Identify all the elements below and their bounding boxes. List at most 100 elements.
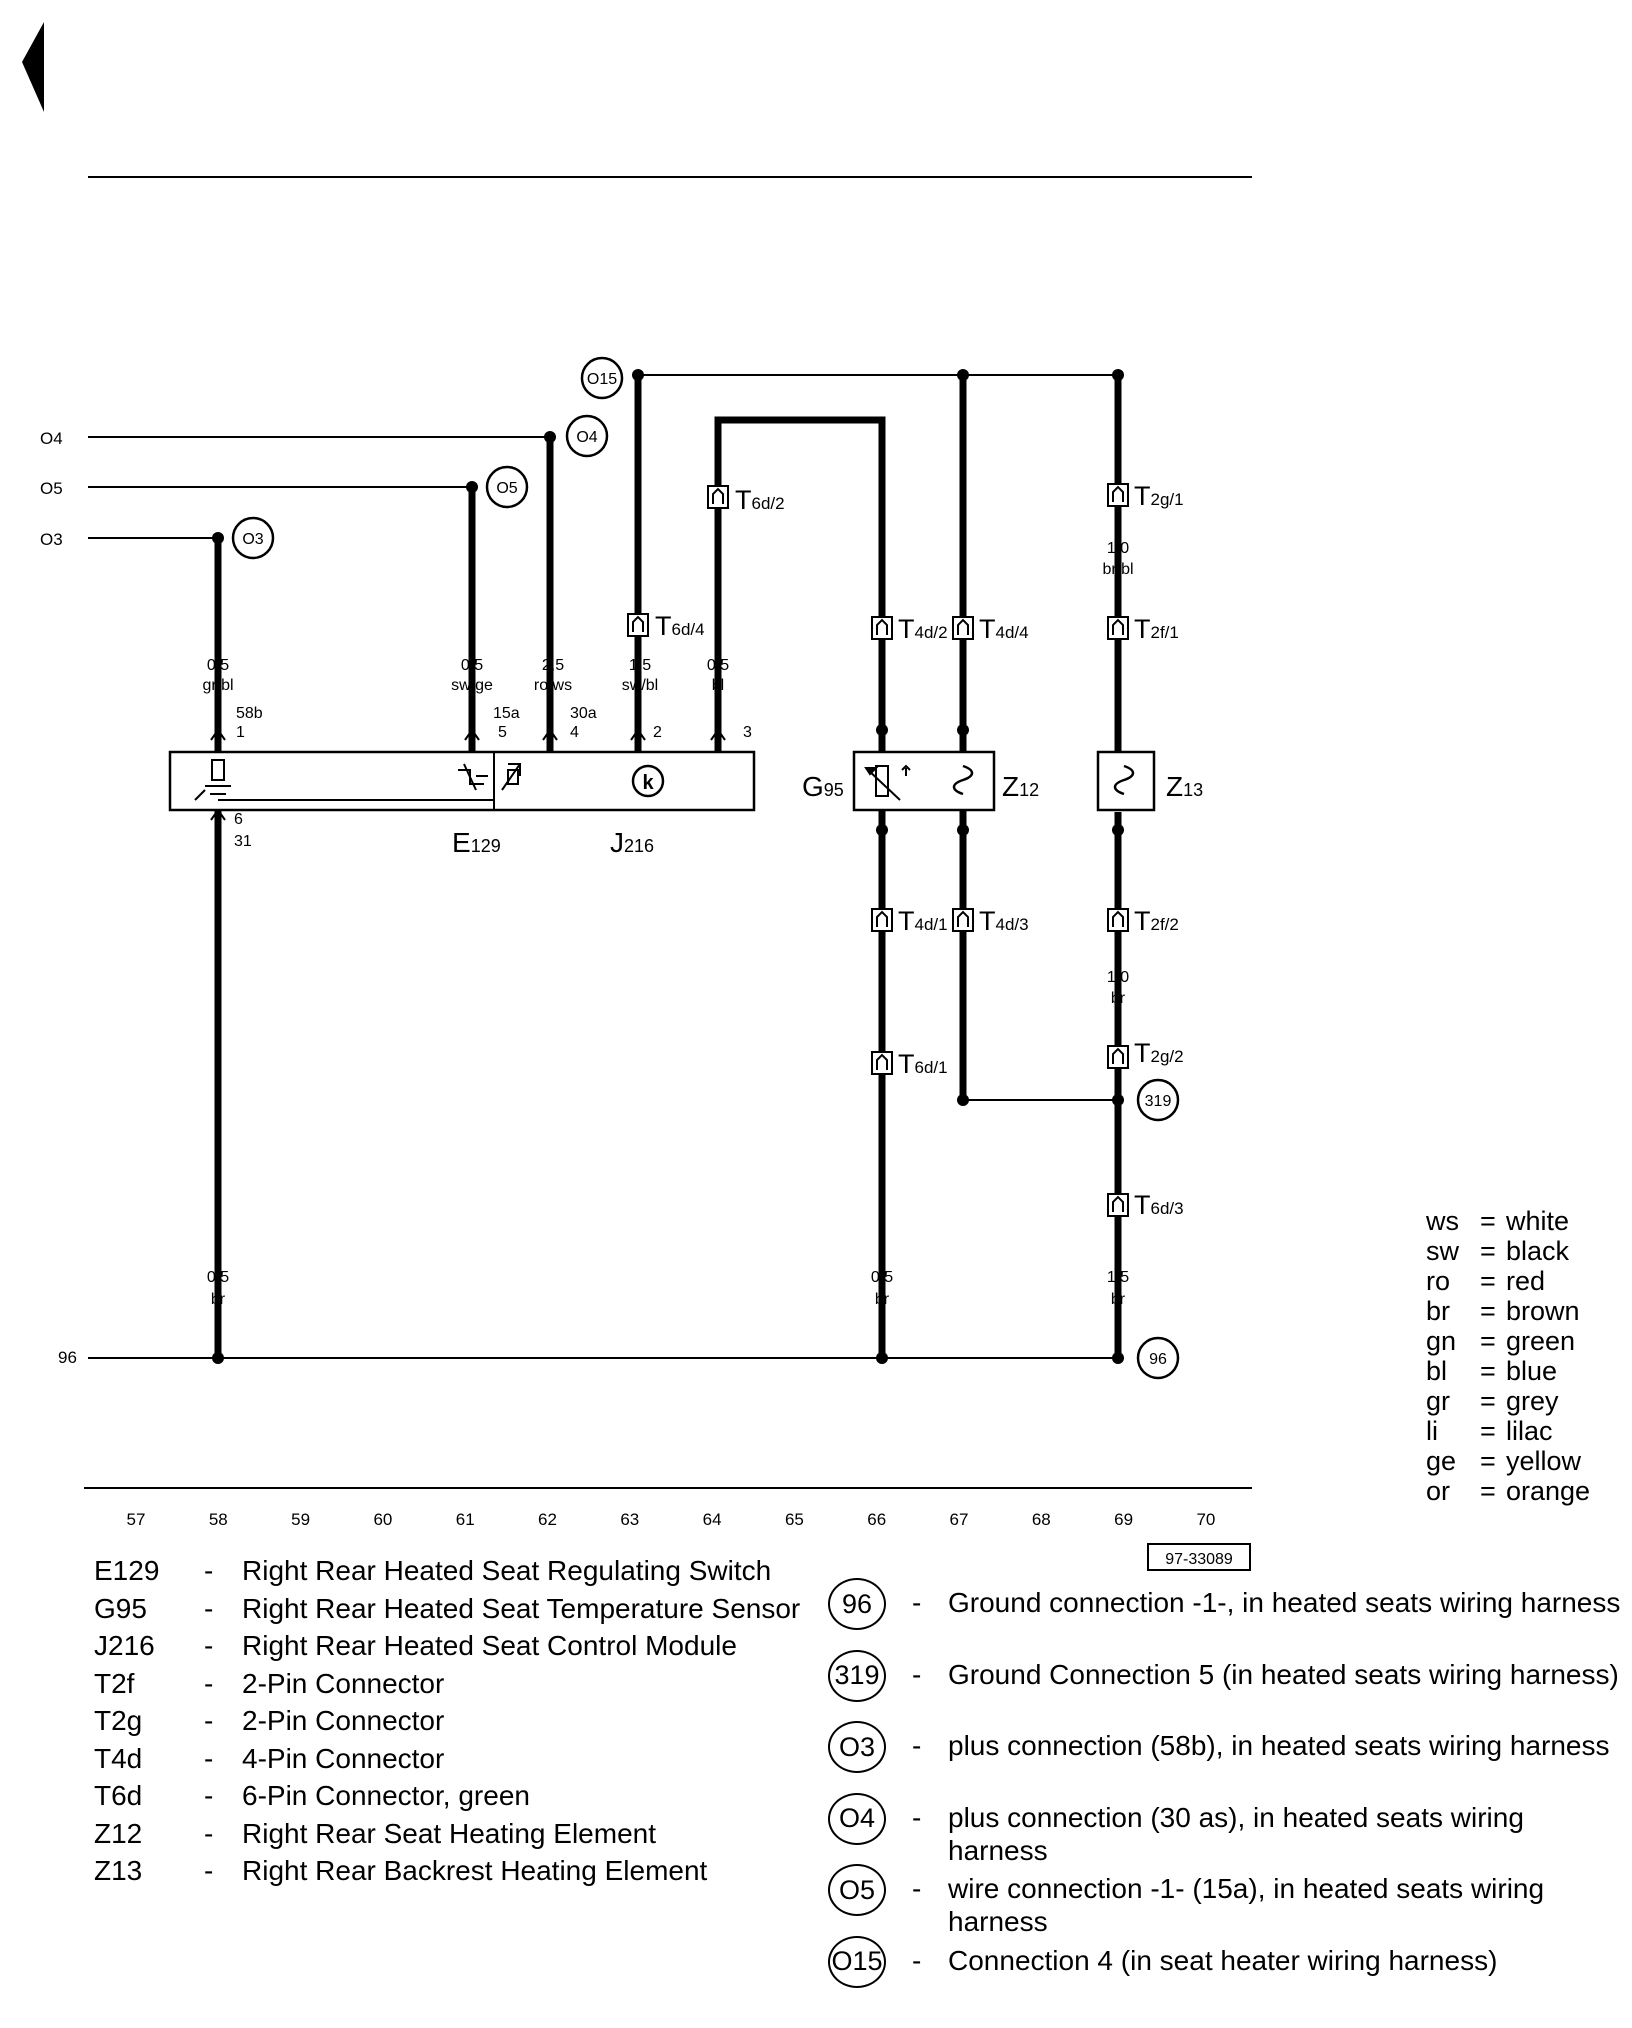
svg-text:gr/bl: gr/bl (202, 677, 233, 694)
ref-circles (231, 356, 1180, 1380)
legend-row: T2g-2-Pin Connector (94, 1705, 445, 1736)
module-box (168, 750, 756, 812)
scale-number: 70 (1196, 1510, 1215, 1529)
color-legend-row: li=lilac (1426, 1416, 1553, 1446)
connector-marker-icon (1107, 1045, 1129, 1069)
scale-number: 67 (950, 1510, 969, 1529)
svg-text:T4d/2: T4d/2 (898, 614, 948, 644)
svg-text:0,5: 0,5 (707, 657, 729, 674)
line-label-o4: O4 (40, 429, 63, 448)
svg-text:br: br (1111, 1291, 1126, 1308)
svg-text:G95: G95 (802, 771, 844, 802)
svg-text:58b: 58b (236, 705, 263, 722)
connection-legend-row: O15-Connection 4 (in seat heater wiring … (828, 1935, 1628, 2016)
svg-text:1,5: 1,5 (629, 657, 651, 674)
svg-text:T2g/1: T2g/1 (1134, 481, 1184, 511)
connector-marker-icon (1107, 908, 1129, 932)
svg-text:1,0: 1,0 (1107, 540, 1129, 557)
circle-o4: O4 (576, 429, 597, 446)
scale-number: 60 (373, 1510, 392, 1529)
circle-319: 319 (1145, 1093, 1172, 1110)
svg-text:2,5: 2,5 (542, 657, 564, 674)
component-labels: E129 J216 G95 Z12 Z13 (452, 771, 1203, 858)
svg-text:br/bl: br/bl (1102, 561, 1133, 578)
connection-circle-icon: 319 (828, 1649, 886, 1702)
scale-number: 69 (1114, 1510, 1133, 1529)
svg-text:E129: E129 (452, 827, 501, 858)
scale-number: 62 (538, 1510, 557, 1529)
svg-text:4: 4 (570, 724, 579, 741)
svg-text:2: 2 (653, 724, 662, 741)
legend-row: J216-Right Rear Heated Seat Control Modu… (94, 1630, 737, 1661)
svg-text:0,5: 0,5 (207, 1269, 229, 1286)
svg-text:br: br (211, 1291, 226, 1308)
svg-text:3: 3 (743, 724, 752, 741)
connector-marker-icon (1107, 483, 1129, 507)
z13-box (1096, 750, 1156, 812)
connection-legend-row: O3-plus connection (58b), in heated seat… (828, 1721, 1628, 1801)
connector-marker-icon (952, 616, 974, 640)
svg-text:T6d/4: T6d/4 (655, 611, 705, 641)
color-legend-row: br=brown (1426, 1296, 1580, 1326)
svg-text:T6d/2: T6d/2 (735, 485, 785, 515)
connection-legend-row: O4-plus connection (30 as), in heated se… (828, 1792, 1628, 1873)
switch-lamp-icon (194, 759, 231, 801)
svg-text:T4d/3: T4d/3 (979, 906, 1029, 936)
line-label-o3: O3 (40, 530, 63, 549)
svg-text:sw/ge: sw/ge (451, 677, 493, 694)
connector-marker-icon (952, 908, 974, 932)
junctions (212, 369, 1124, 1364)
legend-row: E129-Right Rear Heated Seat Regulating S… (94, 1555, 772, 1586)
svg-text:1: 1 (236, 724, 245, 741)
svg-text:1,0: 1,0 (1107, 969, 1129, 986)
svg-text:6: 6 (234, 811, 243, 828)
connector-markers (627, 483, 1129, 1217)
connection-circle-icon: 96 (828, 1578, 886, 1630)
svg-text:br: br (1111, 990, 1126, 1007)
connection-circle-icon: O15 (828, 1935, 886, 1988)
svg-text:T2g/2: T2g/2 (1134, 1038, 1184, 1068)
regulator-switch-icon (458, 763, 521, 791)
scale-number: 68 (1032, 1510, 1051, 1529)
legend-row: Z12-Right Rear Seat Heating Element (94, 1817, 656, 1849)
svg-text:30a: 30a (570, 705, 597, 722)
svg-text:1,5: 1,5 (1107, 1269, 1129, 1286)
k-symbol-icon (631, 764, 665, 798)
wires-thick (214, 375, 1122, 1358)
legend-row: Z13-Right Rear Backrest Heating Element (94, 1855, 708, 1886)
circle-o15: O15 (587, 371, 617, 388)
connector-marker-icon (627, 613, 649, 637)
legend-row: T6d-6-Pin Connector, green (94, 1780, 530, 1811)
scale-number: 61 (456, 1510, 475, 1529)
drawing-number: 97-33089 (1165, 1551, 1233, 1568)
svg-text:T4d/1: T4d/1 (898, 906, 948, 936)
scale-number: 58 (209, 1510, 228, 1529)
svg-text:Z12: Z12 (1002, 771, 1039, 802)
temperature-sensor-icon (864, 764, 911, 801)
connection-circle-icon: O4 (828, 1792, 886, 1845)
connector-marker-icon (871, 1051, 893, 1075)
back-arrow-icon[interactable] (22, 22, 44, 112)
scale-number: 59 (291, 1510, 310, 1529)
scale-number: 64 (703, 1510, 722, 1529)
connector-labels: T6d/2 T6d/4 T4d/2 T4d/4 T2g/1 T2f/1 T4d/… (655, 481, 1184, 1220)
connector-marker-icon (871, 616, 893, 640)
svg-text:T6d/1: T6d/1 (898, 1049, 948, 1079)
scale-number: 63 (620, 1510, 639, 1529)
connection-circle-icon: O3 (828, 1721, 886, 1773)
svg-text:31: 31 (234, 833, 252, 850)
color-legend-row: ro=red (1426, 1266, 1546, 1296)
component-legend: E129-Right Rear Heated Seat Regulating S… (94, 1552, 800, 1890)
k-symbol: k (642, 772, 654, 794)
circle-o5: O5 (496, 480, 517, 497)
connection-circle-icon: O5 (828, 1864, 886, 1916)
connection-legend-row: 96-Ground connection -1-, in heated seat… (828, 1578, 1628, 1658)
connection-legend: 96-Ground connection -1-, in heated seat… (828, 1578, 1628, 2016)
svg-text:bl: bl (712, 677, 724, 694)
svg-text:T4d/4: T4d/4 (979, 614, 1029, 644)
heating-element-z12-icon (952, 764, 974, 796)
connector-marker-icon (707, 485, 729, 509)
svg-text:T2f/1: T2f/1 (1134, 614, 1179, 644)
